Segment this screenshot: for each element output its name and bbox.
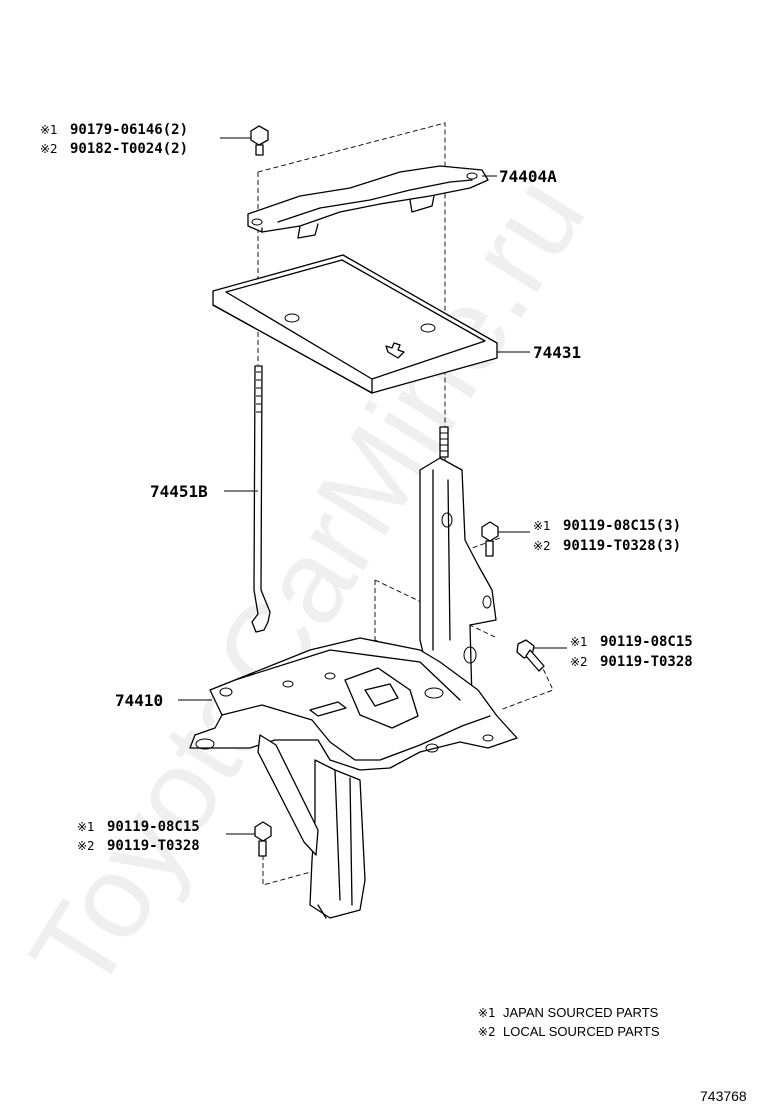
- legend-text: LOCAL SOURCED PARTS: [503, 1024, 660, 1039]
- legend: ※1 JAPAN SOURCED PARTS ※2 LOCAL SOURCED …: [478, 1005, 660, 1039]
- carrier-74410[interactable]: [189, 457, 518, 919]
- stud-bolt[interactable]: [439, 426, 449, 458]
- part-label-74451B: 74451B: [150, 482, 208, 501]
- mark-japan: ※1: [77, 820, 95, 834]
- mark-japan: ※1: [40, 123, 58, 137]
- fastener-code: 90119-T0328: [107, 838, 200, 854]
- side-bolt-callout: ※1 90119-08C15 ※2 90119-T0328: [570, 634, 693, 670]
- top-bolt[interactable]: [250, 125, 269, 156]
- figure-number: 743768: [700, 1088, 747, 1104]
- rod-74451B[interactable]: [251, 365, 271, 633]
- top-bolt-callout: ※1 90179-06146(2) ※2 90182-T0024(2): [40, 122, 188, 157]
- mark-japan: ※1: [570, 635, 588, 649]
- fastener-code: 90119-08C15: [107, 819, 200, 835]
- fastener-code: 90119-T0328: [600, 654, 693, 670]
- fastener-code: 90182-T0024(2): [70, 141, 188, 157]
- mark-local: ※2: [570, 655, 588, 669]
- clamp-74404A[interactable]: [247, 165, 489, 239]
- side-bolt[interactable]: [516, 639, 545, 672]
- part-label-74404A: 74404A: [499, 167, 557, 186]
- mark-local: ※2: [533, 539, 551, 553]
- fastener-code: 90179-06146(2): [70, 122, 188, 138]
- mark-japan: ※1: [533, 519, 551, 533]
- mark-local: ※2: [77, 839, 95, 853]
- legend-mark: ※2: [478, 1025, 496, 1039]
- part-label-74410: 74410: [115, 691, 163, 710]
- part-label-74431: 74431: [533, 343, 581, 362]
- bottom-bolt[interactable]: [254, 821, 272, 857]
- tray-74431[interactable]: [212, 254, 498, 394]
- fastener-code: 90119-08C15: [600, 634, 693, 650]
- fastener-code: 90119-T0328(3): [563, 538, 681, 554]
- leader-lines: [178, 137, 567, 835]
- mark-local: ※2: [40, 142, 58, 156]
- mid-bolt[interactable]: [481, 521, 499, 557]
- legend-mark: ※1: [478, 1006, 496, 1020]
- bottom-bolt-callout: ※1 90119-08C15 ※2 90119-T0328: [77, 819, 200, 854]
- mid-bolt-callout: ※1 90119-08C15(3) ※2 90119-T0328(3): [533, 518, 681, 554]
- fastener-code: 90119-08C15(3): [563, 518, 681, 534]
- legend-text: JAPAN SOURCED PARTS: [503, 1005, 659, 1020]
